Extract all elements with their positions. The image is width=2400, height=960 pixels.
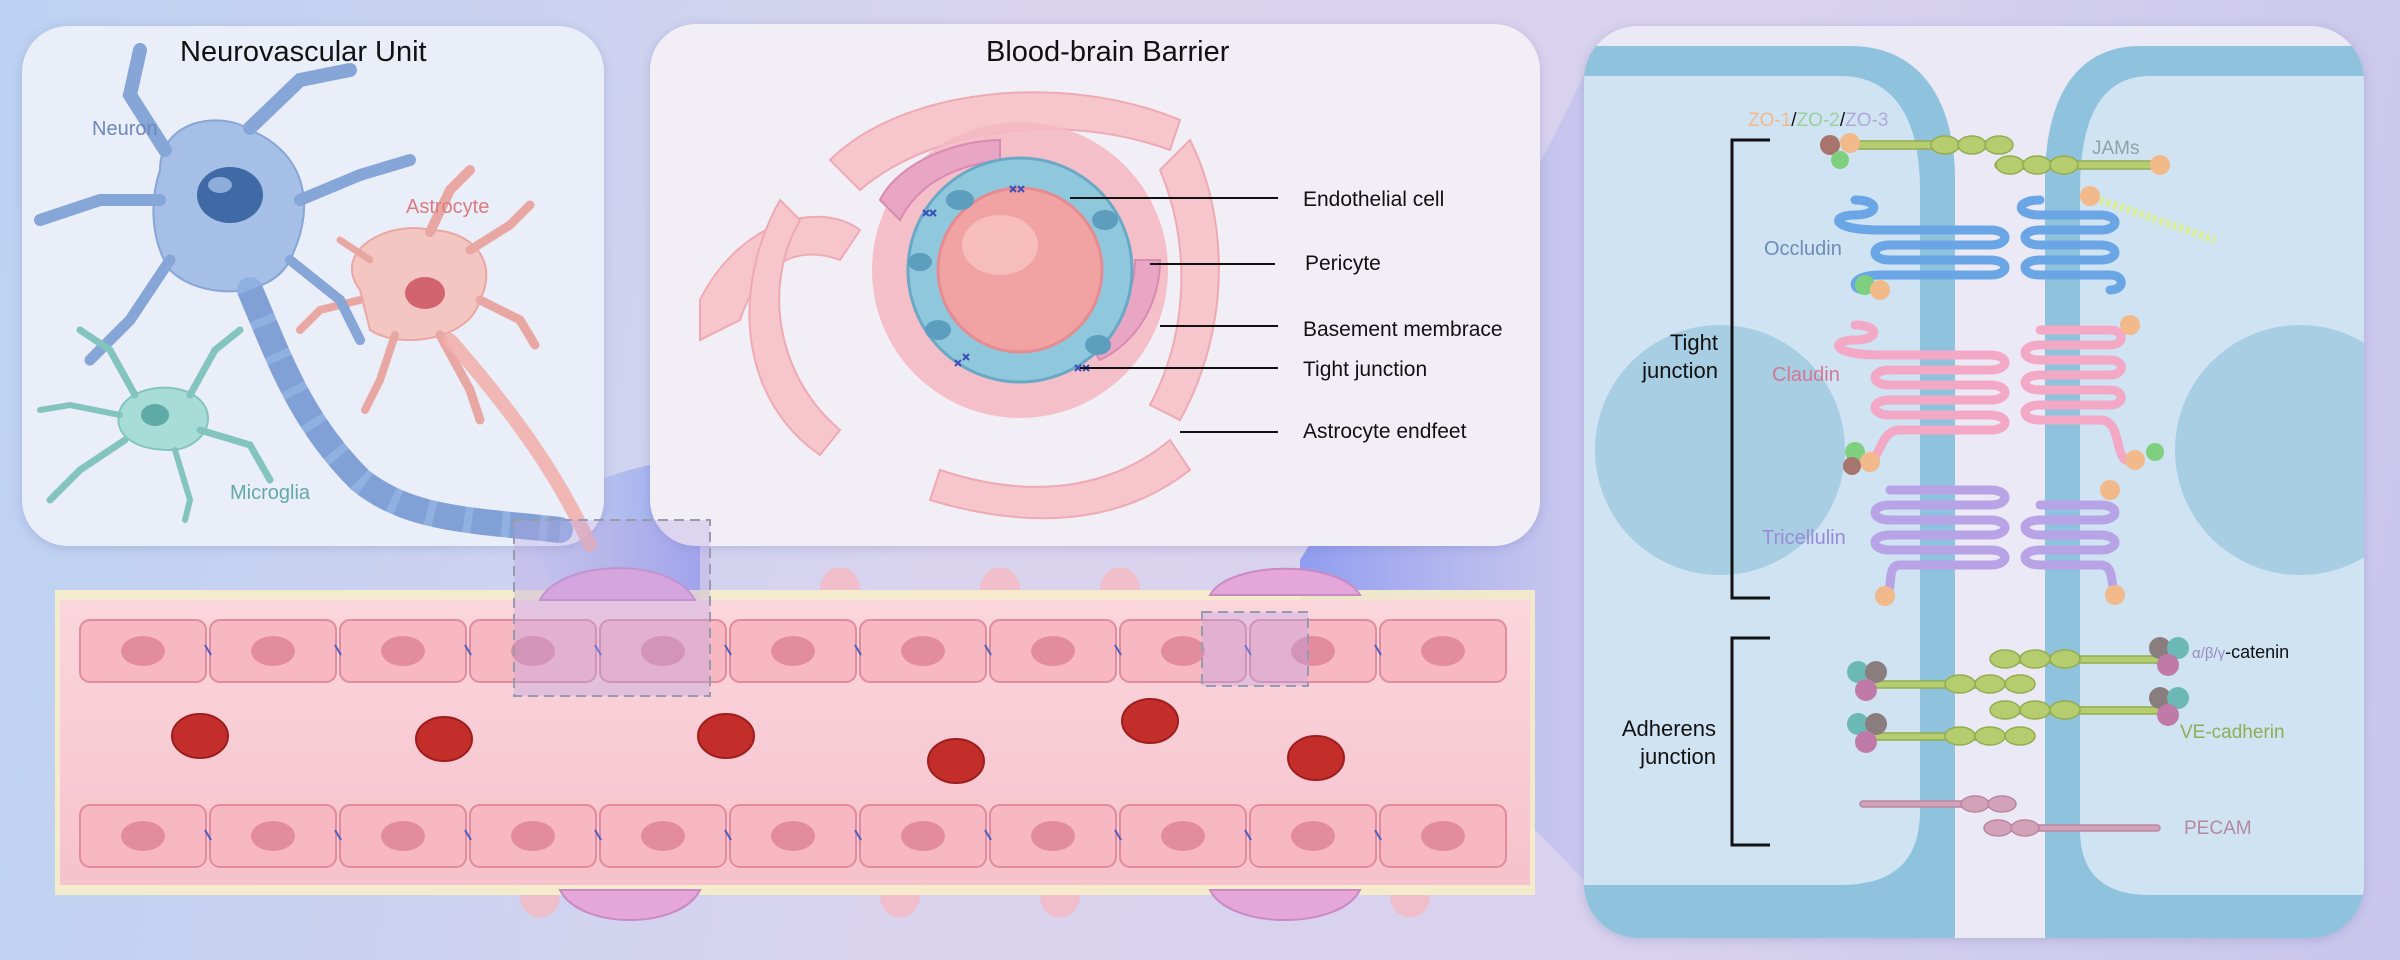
blood-vessel-longitudinal — [55, 519, 1535, 921]
occludin-zo — [1855, 275, 1890, 300]
microglia-label: Microglia — [230, 482, 311, 504]
endothelial-nucleus-4 — [925, 320, 951, 340]
ve-cadherin-label: VE-cadherin — [2180, 722, 2285, 743]
zoom-box-left — [513, 519, 711, 697]
lumen-highlight — [962, 215, 1038, 275]
callout-lines — [1070, 197, 1278, 433]
adherens-junction-label-line1: Adherens — [1621, 716, 1716, 741]
panel-neurovascular-unit — [22, 26, 604, 546]
tricellulin-zo — [1875, 480, 2125, 606]
vessel-tight-junctions — [204, 644, 1382, 841]
catenin-greek: α/β/γ — [2192, 645, 2226, 662]
pecam-label: PECAM — [2184, 818, 2252, 839]
bbb-cross-section — [699, 91, 1278, 520]
claudin-zo — [1843, 315, 2164, 475]
adherens-junction-bracket — [1730, 636, 1770, 847]
nvu-illustration — [34, 43, 597, 552]
pecam-proteins — [1859, 795, 2161, 837]
astrocyte-label: Astrocyte — [406, 196, 490, 218]
zo3-label: ZO-3 — [1845, 110, 1889, 131]
panel-title-nvu: Neurovascular Unit — [180, 36, 427, 68]
microglia-nucleus — [141, 404, 169, 426]
callout-astrocyte-endfeet: Astrocyte endfeet — [1303, 420, 1467, 443]
zo1-label: ZO-1 — [1748, 110, 1792, 131]
endothelial-nucleus-2 — [1092, 210, 1118, 230]
tricellulin-proteins — [1870, 485, 2120, 600]
claudin-label: Claudin — [1772, 364, 1840, 386]
endothelial-nucleus-1 — [946, 190, 974, 210]
nucleus-left — [1595, 325, 1845, 575]
neuron-nucleus-highlight — [208, 177, 232, 193]
zo2-label: ZO-2 — [1796, 110, 1840, 131]
tricellulin-label: Tricellulin — [1762, 527, 1846, 549]
nucleus-right — [2175, 325, 2364, 575]
callout-endothelial-cell: Endothelial cell — [1303, 188, 1445, 211]
occludin-proteins — [1834, 195, 2126, 295]
zo-proteins — [1820, 133, 2170, 206]
endothelial-nucleus-5 — [908, 253, 932, 271]
vessel-astrocyte-endfeet — [520, 567, 1430, 918]
neuron-label: Neuron — [92, 118, 158, 140]
endothelial-nuclei-bottom — [121, 821, 1465, 851]
tight-junction-bracket — [1730, 138, 1770, 600]
endothelial-nucleus-3 — [1085, 335, 1111, 355]
myelin-sheath — [238, 284, 562, 543]
zoom-box-right — [1201, 611, 1309, 687]
tight-junction-marks — [922, 185, 1090, 372]
callout-pericyte: Pericyte — [1305, 252, 1381, 275]
endothelial-nuclei-top — [121, 636, 1465, 666]
zo-strand — [2098, 196, 2217, 244]
catenin-suffix: -catenin — [2225, 642, 2290, 662]
tight-junction-label-line1: Tight — [1669, 330, 1718, 355]
catenin-complexes — [1847, 637, 2189, 753]
astrocyte-nucleus — [405, 277, 445, 309]
adherens-junction-label-line2: junction — [1640, 744, 1716, 769]
jams-proteins — [1854, 135, 2166, 175]
callout-tight-junction: Tight junction — [1303, 358, 1428, 381]
tight-junction-label-line2: junction — [1642, 358, 1718, 383]
zo-label: ZO-1/ZO-2/ZO-3 — [1748, 110, 1888, 132]
vessel-pericytes — [538, 567, 1362, 921]
red-blood-cells — [171, 698, 1345, 784]
zo-separator-1: / — [1791, 110, 1797, 131]
claudin-proteins — [1834, 320, 2130, 465]
astrocyte-endfeet — [699, 91, 1220, 520]
panel-title-bbb: Blood-brain Barrier — [986, 36, 1230, 68]
callout-basement-membrane: Basement membrace — [1303, 318, 1503, 341]
zo-separator-2: / — [1839, 110, 1846, 131]
occludin-label: Occludin — [1764, 238, 1842, 260]
jams-label: JAMs — [2092, 138, 2140, 159]
catenin-label: α/β/γ-catenin — [2192, 642, 2289, 663]
